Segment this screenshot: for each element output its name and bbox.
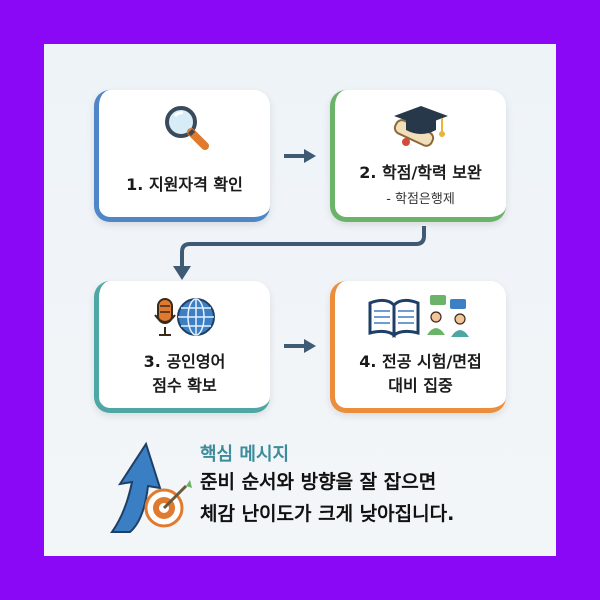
step-1-label: 1. 지원자격 확인 (126, 175, 243, 194)
step-card-2: 2. 학점/학력 보완 - 학점은행제 (330, 90, 506, 222)
arrow-return-icon (173, 226, 426, 280)
step-3-label-line2: 점수 확보 (152, 376, 217, 395)
step-2-label: 2. 학점/학력 보완 (359, 163, 482, 182)
step-card-3: 3. 공인영어 점수 확보 (94, 281, 270, 413)
step-4-label-line2: 대비 집중 (388, 376, 453, 395)
step-4-label-line1: 4. 전공 시험/면접 (359, 352, 482, 371)
step-card-4: 4. 전공 시험/면접 대비 집중 (330, 281, 506, 413)
microphone-globe-icon (99, 291, 270, 347)
key-message-line-1: 준비 순서와 방향을 잘 잡으면 (200, 471, 437, 493)
step-3-label-line1: 3. 공인영어 (143, 352, 226, 371)
infographic-panel: 1. 지원자격 확인 2. 학점/학력 보완 - 학점은행제 (44, 44, 556, 556)
step-2-sub: - 학점은행제 (386, 192, 455, 207)
book-interview-icon (335, 291, 506, 347)
magnifier-icon (99, 100, 270, 156)
step-card-1: 1. 지원자격 확인 (94, 90, 270, 222)
key-message-title: 핵심 메시지 (200, 444, 290, 465)
arrow-right-icon (284, 149, 316, 163)
key-message-line-2: 체감 난이도가 크게 낮아집니다. (200, 503, 455, 525)
arrow-target-icon (104, 441, 194, 536)
graduation-cap-diploma-icon (335, 100, 506, 156)
arrow-right-icon (284, 339, 316, 353)
